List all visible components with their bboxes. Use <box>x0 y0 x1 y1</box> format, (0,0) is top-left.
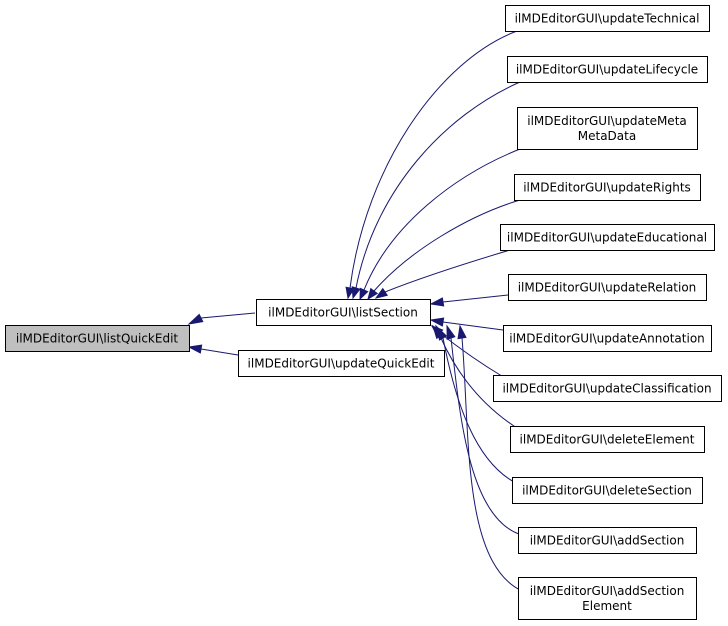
nodes-layer: ilMDEditorGUI\listQuickEdit ilMDEditorGUI… <box>5 5 722 620</box>
edge-addSectionElement-to-listSection <box>457 324 521 591</box>
node-label: ilMDEditorGUI\updateQuickEdit <box>248 357 435 371</box>
edge-listSection-to-listQuickEdit <box>187 312 256 325</box>
node-box <box>508 274 707 301</box>
edge-line <box>442 321 504 331</box>
edge-line <box>363 148 521 291</box>
edge-updateTechnical-to-listSection <box>345 30 518 300</box>
node-box <box>518 527 697 554</box>
node-box <box>518 577 697 620</box>
node-updateTechnical[interactable]: ilMDEditorGUI\updateTechnical <box>505 5 710 32</box>
edge-line <box>450 337 523 536</box>
arrowhead <box>429 317 445 327</box>
node-box <box>493 375 722 402</box>
arrowhead <box>435 324 448 341</box>
edge-updateMetaMetaData-to-listSection <box>359 148 521 301</box>
node-box <box>5 325 190 352</box>
node-label: ilMDEditorGUI\addSection <box>530 534 685 548</box>
node-updateQuickEdit[interactable]: ilMDEditorGUI\updateQuickEdit <box>238 350 445 377</box>
edge-updateEducational-to-listSection <box>374 249 511 299</box>
arrowhead <box>187 344 203 354</box>
node-updateRights[interactable]: ilMDEditorGUI\updateRights <box>514 174 701 201</box>
node-box <box>256 299 431 326</box>
node-updateClassification[interactable]: ilMDEditorGUI\updateClassification <box>493 375 722 402</box>
node-deleteElement[interactable]: ilMDEditorGUI\deleteElement <box>510 426 705 453</box>
node-box <box>517 107 698 150</box>
node-updateEducational[interactable]: ilMDEditorGUI\updateEducational <box>500 224 715 251</box>
edge-line <box>373 199 521 292</box>
node-label: ilMDEditorGUI\updateClassification <box>502 382 711 396</box>
node-label: MetaData <box>578 129 636 143</box>
edge-addSection-to-listSection <box>446 324 523 536</box>
edge-line <box>442 337 521 486</box>
node-box <box>514 174 701 201</box>
arrowhead <box>446 324 456 340</box>
node-label: Element <box>582 599 632 613</box>
node-box <box>500 224 715 251</box>
node-box <box>238 350 445 377</box>
node-label: ilMDEditorGUI\updateMeta <box>527 114 687 128</box>
node-label: ilMDEditorGUI\listSection <box>268 306 418 320</box>
arrowhead <box>374 287 389 299</box>
edge-updateQuickEdit-to-listQuickEdit <box>187 344 239 356</box>
node-updateRelation[interactable]: ilMDEditorGUI\updateRelation <box>508 274 707 301</box>
node-box <box>510 426 705 453</box>
edge-updateAnnotation-to-listSection <box>429 317 504 331</box>
node-label: ilMDEditorGUI\updateRelation <box>518 281 697 295</box>
node-listQuickEdit[interactable]: ilMDEditorGUI\listQuickEdit <box>5 325 190 352</box>
node-label: ilMDEditorGUI\deleteSection <box>522 484 692 498</box>
node-label: ilMDEditorGUI\updateRights <box>523 181 691 195</box>
edge-line <box>355 81 521 289</box>
node-label: ilMDEditorGUI\addSection <box>530 584 685 598</box>
edges-layer <box>187 30 523 591</box>
node-addSection[interactable]: ilMDEditorGUI\addSection <box>518 527 697 554</box>
node-listSection[interactable]: ilMDEditorGUI\listSection <box>256 299 431 326</box>
edge-line <box>439 335 521 431</box>
node-label: ilMDEditorGUI\updateEducational <box>507 231 707 245</box>
arrowhead <box>359 287 369 301</box>
arrowhead <box>457 324 467 340</box>
edge-line <box>442 294 509 303</box>
edge-updateRelation-to-listSection <box>429 294 509 307</box>
edge-deleteSection-to-listSection <box>435 324 521 486</box>
arrowhead <box>367 287 379 301</box>
edge-line <box>384 249 511 293</box>
edge-updateLifecycle-to-listSection <box>351 81 521 300</box>
node-label: ilMDEditorGUI\deleteElement <box>520 433 695 447</box>
node-label: ilMDEditorGUI\updateAnnotation <box>509 332 705 346</box>
edge-line <box>200 348 239 356</box>
node-deleteSection[interactable]: ilMDEditorGUI\deleteSection <box>512 477 703 504</box>
arrowhead <box>351 286 361 300</box>
node-box <box>512 477 703 504</box>
edge-updateRights-to-listSection <box>367 199 521 301</box>
edge-line <box>349 30 518 289</box>
node-box <box>507 56 708 83</box>
arrowhead <box>429 297 445 307</box>
node-box <box>503 325 712 352</box>
node-label: ilMDEditorGUI\updateTechnical <box>515 12 700 26</box>
arrowhead <box>187 313 204 325</box>
edge-line <box>200 312 256 319</box>
edge-line <box>461 337 521 591</box>
node-updateLifecycle[interactable]: ilMDEditorGUI\updateLifecycle <box>507 56 708 83</box>
node-label: ilMDEditorGUI\listQuickEdit <box>16 332 179 346</box>
node-label: ilMDEditorGUI\updateLifecycle <box>516 63 698 77</box>
node-box <box>505 5 710 32</box>
node-updateAnnotation[interactable]: ilMDEditorGUI\updateAnnotation <box>503 325 712 352</box>
